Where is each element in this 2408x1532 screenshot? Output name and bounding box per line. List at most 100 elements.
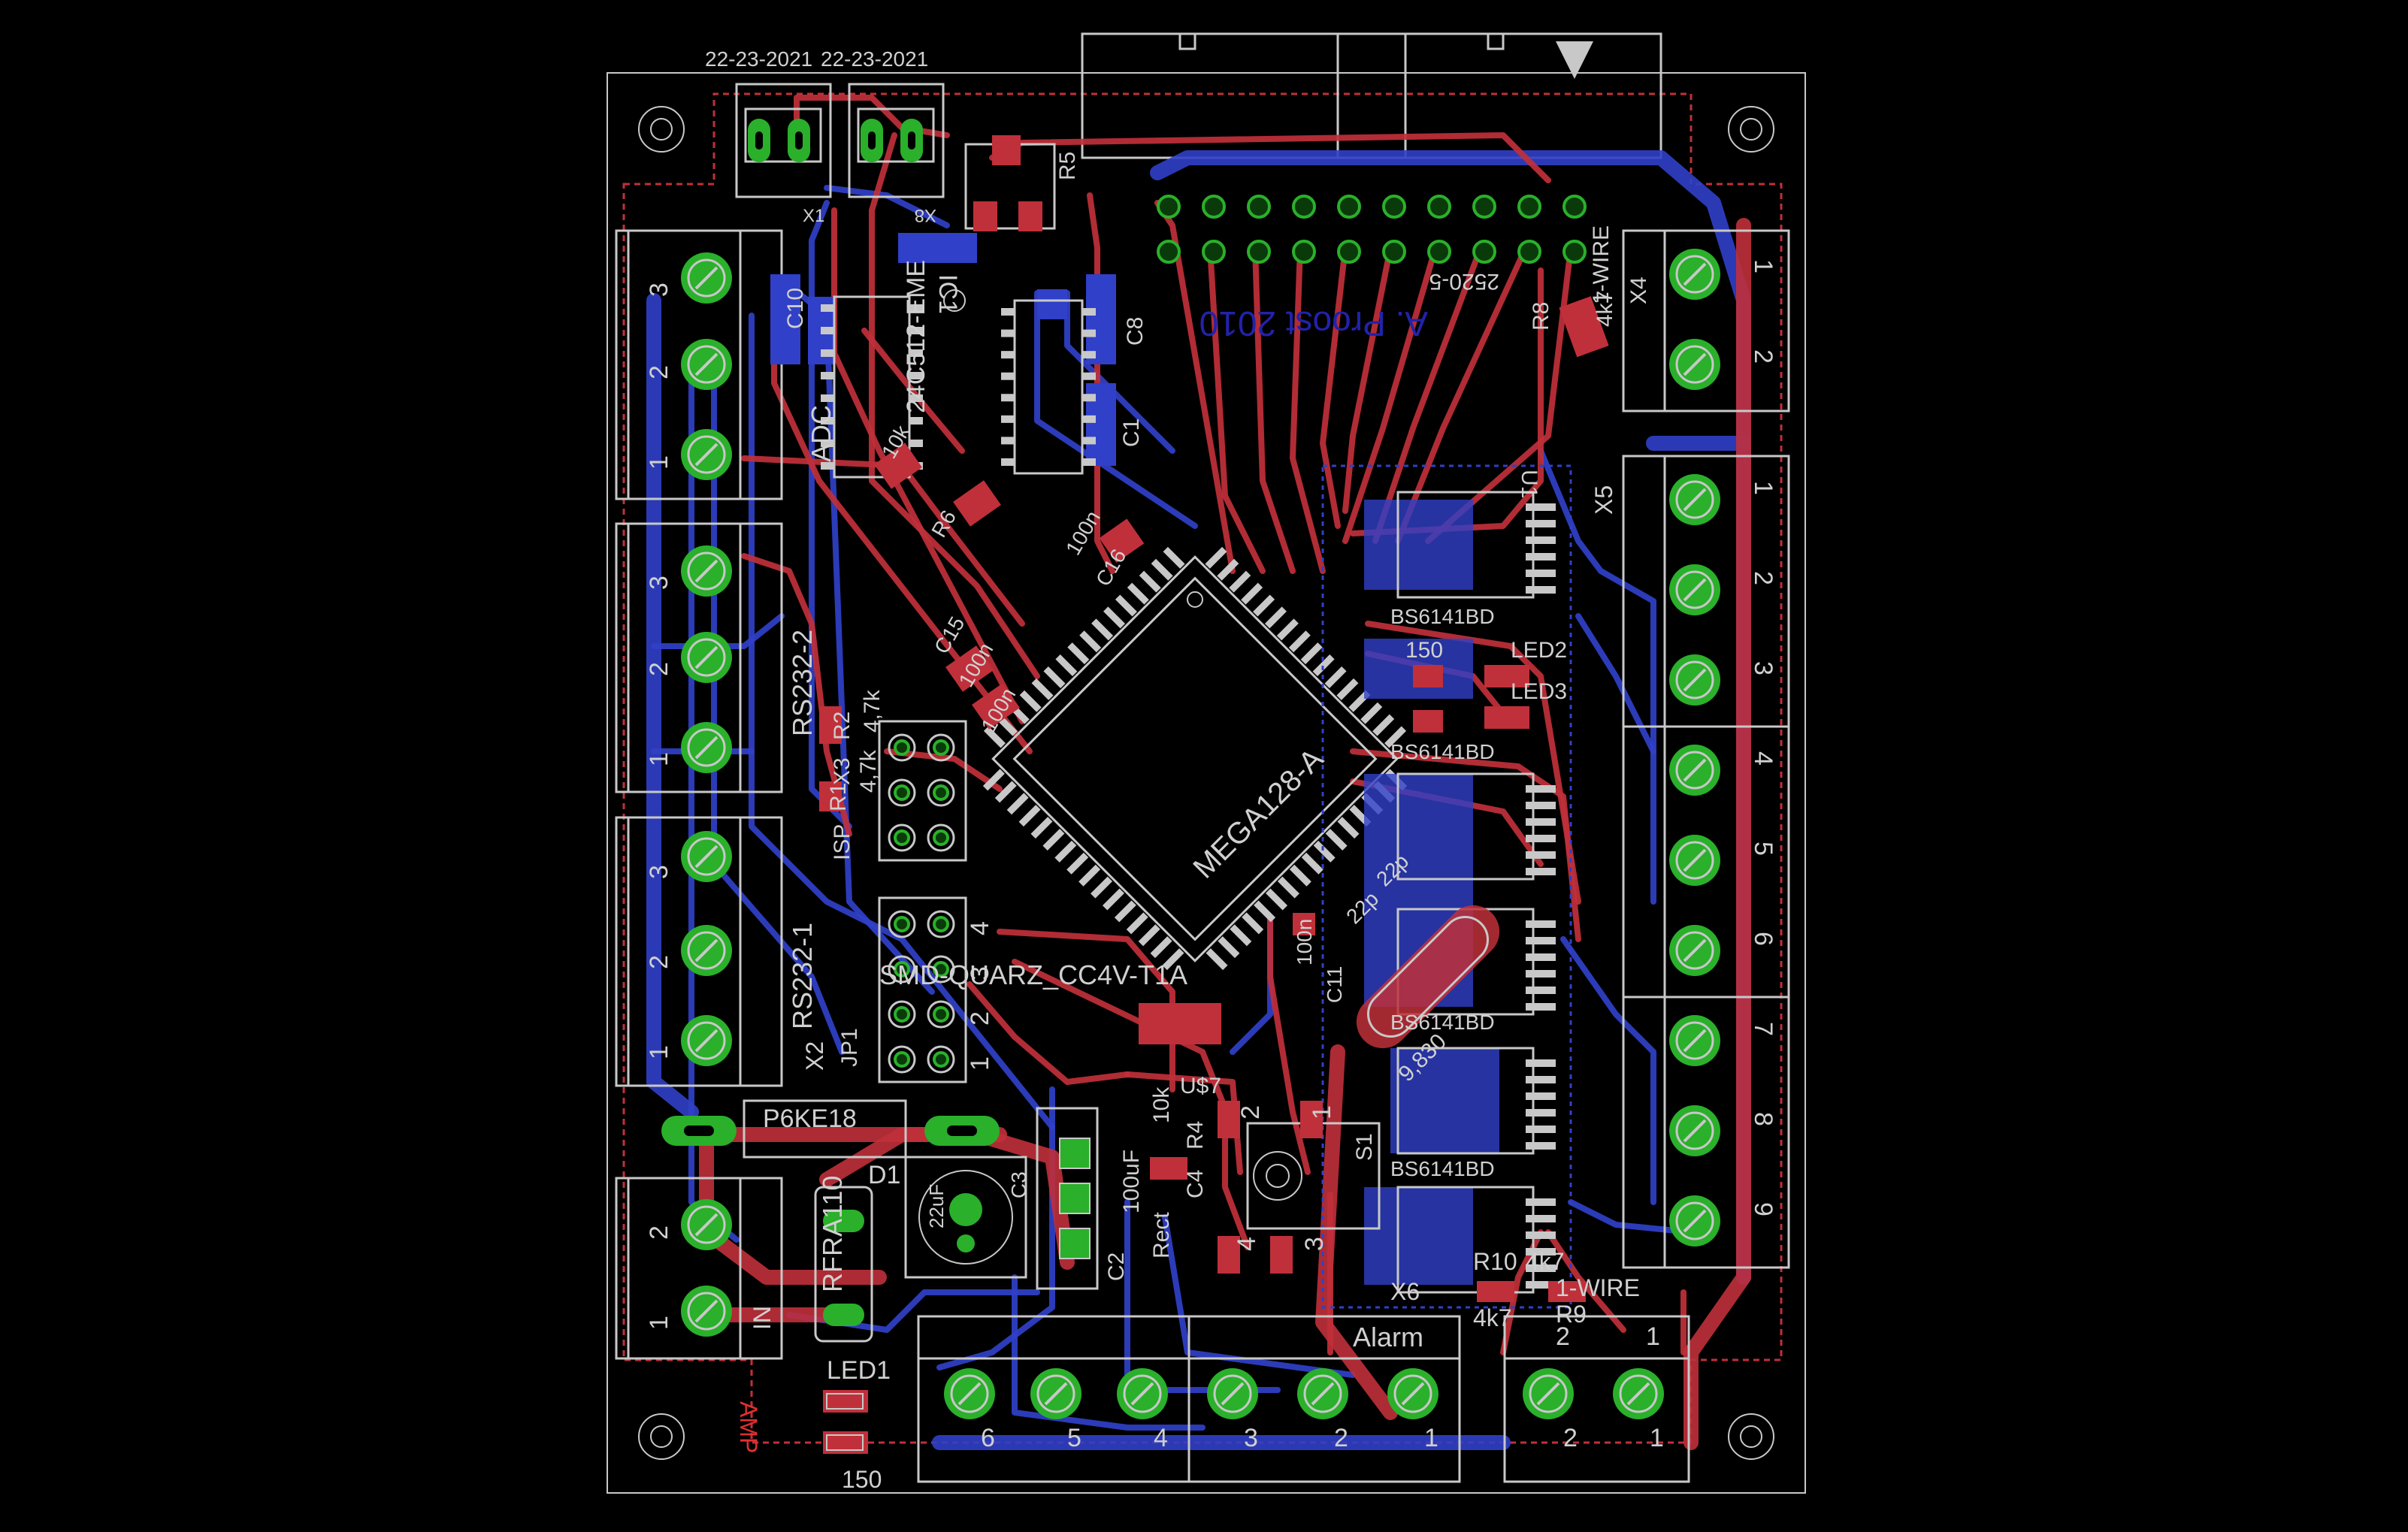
x8-ref: X8 [915, 205, 936, 225]
r4-value: 10k [1149, 1086, 1174, 1123]
screw-pad [1613, 1368, 1664, 1419]
pin-number: 3 [645, 865, 673, 879]
header-pin [1202, 195, 1226, 219]
p6ke-label: P6KE18 [763, 1104, 857, 1133]
header-pin [888, 778, 916, 807]
screw-pad [681, 831, 732, 882]
pin-number: 2 [645, 1225, 673, 1240]
bs-label-3: BS6141BD [1390, 1011, 1495, 1034]
board-outline [607, 72, 1806, 1494]
screw-pad [1669, 654, 1720, 706]
screw-pad [1523, 1368, 1574, 1419]
screw-pad [1030, 1368, 1081, 1419]
pin-number: 3 [645, 576, 673, 590]
r5-label: R5 [1055, 152, 1080, 180]
screw-pad [681, 1015, 732, 1066]
screw-pad [1669, 1015, 1720, 1066]
s1-label: S1 [1352, 1133, 1377, 1161]
isp-header [888, 733, 955, 852]
r8-label: R8 [1529, 302, 1553, 331]
pin-number: 3 [1300, 1237, 1329, 1251]
project-label: A. Proost 2010 [1199, 304, 1428, 343]
x2-label: X2 [801, 1041, 828, 1071]
ic-soic-left [821, 295, 923, 479]
bs-label-1: BS6141BD [1390, 605, 1495, 628]
screw-pad [1669, 1195, 1720, 1246]
pin-number: 1 [1646, 1322, 1660, 1351]
screw-pad [1669, 745, 1720, 796]
terminal-block-x7 [1503, 1315, 1690, 1483]
screw-pad [681, 632, 732, 683]
header-pin [888, 910, 916, 938]
r10-label: R10 [1473, 1248, 1517, 1275]
screw-pad [1669, 1105, 1720, 1156]
screw-pad [681, 339, 732, 390]
pin-number: 6 [1749, 932, 1777, 946]
pin-number: 1 [1749, 259, 1777, 273]
header-pin [927, 1045, 955, 1074]
pin-number: 1 [966, 1056, 994, 1071]
screw-pad [1669, 474, 1720, 525]
pin-number: 4 [1233, 1237, 1261, 1251]
mcu-pins [982, 546, 1408, 971]
connector-x8 [848, 83, 945, 198]
screw-terminal-pads [681, 249, 1720, 1419]
r8-value: 4k7 [1593, 291, 1617, 327]
header-pin [888, 1045, 916, 1074]
header-pin [1517, 240, 1541, 264]
screw-pad [681, 429, 732, 480]
r9-value: 4k7 [1473, 1304, 1512, 1331]
pin-number: 1 [1650, 1424, 1664, 1452]
led1-label: LED1 [827, 1356, 891, 1385]
pin-number: 1 [1308, 1105, 1336, 1120]
rect-label: Rect [1149, 1212, 1174, 1259]
x3-label: X3 [830, 757, 855, 785]
pin-number: 5 [1749, 842, 1777, 856]
header-pin [1382, 240, 1406, 264]
eeprom-label: 24C512-EME [902, 260, 930, 413]
quartz-label: SMD-QUARZ_CC4V-T1A [879, 959, 1187, 990]
pin-number: 2 [1556, 1322, 1570, 1351]
pin-number: 6 [981, 1424, 995, 1452]
r9-label: R9 [1556, 1301, 1587, 1328]
screw-pad [1669, 339, 1720, 390]
header-pins [1157, 195, 1587, 264]
rs232-1-label: RS232-1 [787, 923, 818, 1029]
header-pin [1292, 195, 1316, 219]
terminal-block-bottom [917, 1315, 1461, 1483]
pin-number: 5 [1067, 1424, 1081, 1452]
screw-pad [944, 1368, 995, 1419]
header-pin [1427, 240, 1451, 264]
pin-number: 3 [1244, 1424, 1258, 1452]
header-pin [927, 823, 955, 852]
isp-label: ISP [830, 824, 855, 860]
header-pin [927, 955, 955, 984]
switch-s1 [1218, 1101, 1381, 1274]
jp1-outline [878, 896, 967, 1083]
terminal-block-x5 [1622, 455, 1790, 1269]
header-pin [888, 955, 916, 984]
pin-number: 2 [1236, 1105, 1265, 1120]
screw-pad [681, 545, 732, 597]
pin-number: 1 [645, 1316, 673, 1330]
connector-x1 [735, 83, 832, 198]
amp-label: AMP [735, 1401, 762, 1453]
pin-number: 8 [1749, 1112, 1777, 1126]
pin-number: 1 [1424, 1424, 1438, 1452]
header-pin [1247, 195, 1271, 219]
r2-value: 4,7k [860, 689, 885, 733]
d1-label: D1 [868, 1161, 900, 1189]
rfra-label: RFRA110 [817, 1176, 848, 1292]
pin-number: 4 [966, 921, 994, 935]
screw-pad [1297, 1368, 1348, 1419]
terminal-block-rs232-1 [615, 816, 783, 1087]
pin-number: 2 [1563, 1424, 1578, 1452]
u1-label: U1 [1517, 470, 1541, 498]
mcu-mega128 [991, 555, 1399, 962]
pin-number: 3 [645, 283, 673, 297]
c2-value: 100uF [1119, 1150, 1144, 1213]
pin1-marker-icon [1556, 41, 1593, 79]
r10-value: 4k7 [1526, 1248, 1565, 1275]
connector-2520-label: 2520-5 [1429, 269, 1499, 294]
isp-outline [878, 720, 967, 862]
